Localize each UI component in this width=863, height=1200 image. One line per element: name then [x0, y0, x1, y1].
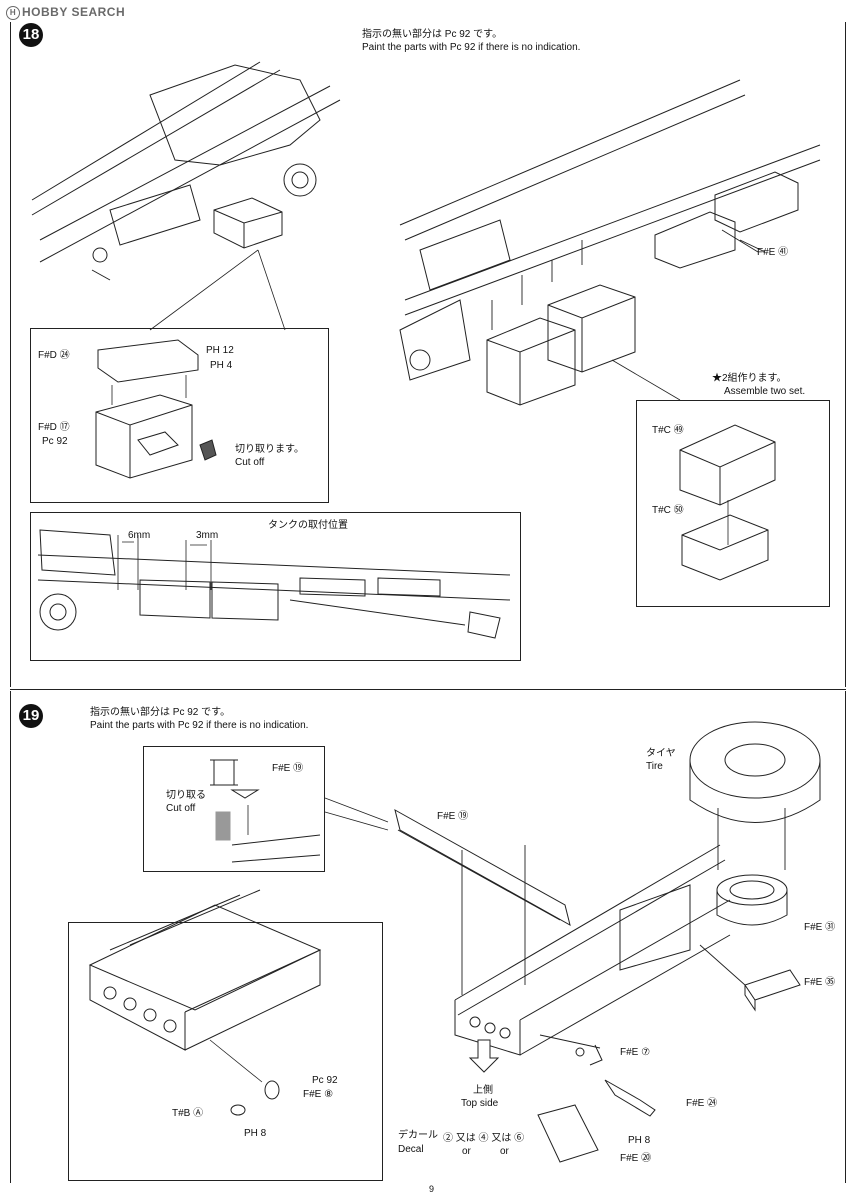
tank-position-inset	[30, 512, 521, 661]
callout-line	[324, 797, 389, 831]
chassis-frame-illustration-left	[31, 61, 341, 281]
rear-frame-illustration	[454, 844, 731, 1056]
step-divider	[10, 689, 846, 690]
callout-line	[611, 359, 681, 401]
arrow-lines	[491, 229, 766, 330]
label-tank-position: タンクの取付位置	[268, 520, 348, 531]
label-pc92: Pc 92	[42, 436, 68, 447]
chassis-frame-illustration-right	[399, 79, 821, 381]
label-cutoff-en: Cut off	[235, 457, 265, 468]
label-dim-3mm: 3mm	[196, 530, 219, 541]
frame-detail-illustration	[88, 889, 322, 1051]
label-tire-en: Tire	[646, 761, 663, 772]
label-tire-jp: タイヤ	[646, 748, 676, 759]
label-fe19-bumper: F#E ⑲	[437, 811, 469, 822]
battery-illustration	[213, 197, 283, 249]
top-side-arrow-icon	[468, 1039, 500, 1073]
step19-note-jp: 指示の無い部分は Pc 92 です。	[90, 707, 231, 718]
label-fe19-cut: F#E ⑲	[272, 763, 304, 774]
label-or-2: or	[500, 1146, 509, 1157]
label-or-1: or	[462, 1146, 471, 1157]
label-ph4: PH 4	[210, 360, 233, 371]
label-ph12: PH 12	[206, 345, 234, 356]
tank-assembly-inset	[636, 400, 830, 607]
bumper-illustration	[394, 808, 571, 927]
label-cutoff-en: Cut off	[166, 803, 196, 814]
tank-assembly-illustration	[679, 424, 776, 581]
label-tba: T#B Ⓐ	[172, 1108, 204, 1119]
label-fe41: F#E ㊶	[757, 247, 789, 258]
label-topside-en: Top side	[461, 1098, 499, 1109]
label-tc50: T#C ㊿	[652, 505, 684, 516]
tire-illustration	[689, 721, 821, 823]
hitch-illustration	[539, 1034, 656, 1117]
label-dim-6mm: 6mm	[128, 530, 151, 541]
label-assemble-jp: ★2組作ります。	[712, 373, 787, 384]
cut-detail-illustration	[210, 759, 321, 863]
label-fe7: F#E ⑦	[620, 1047, 651, 1058]
step19-frame	[10, 691, 846, 1183]
dimension-lines	[117, 535, 212, 590]
step-plate-illustration	[744, 969, 801, 1012]
label-topside-jp: 上側	[473, 1085, 493, 1096]
label-fd24: F#D ㉔	[38, 350, 70, 361]
label-cutoff-jp: 切り取る	[166, 790, 206, 801]
fuel-tank-illustration	[486, 284, 636, 406]
battery-detail-illustration	[95, 339, 217, 479]
battery-detail-inset	[30, 328, 329, 503]
label-decal-options: ② 又は ④ 又は ⑥	[443, 1133, 525, 1144]
label-ph8-plate: PH 8	[628, 1135, 651, 1146]
frame-detail-inset	[68, 922, 383, 1181]
license-plate-illustration	[537, 1104, 599, 1163]
label-decal-jp: デカール	[398, 1130, 438, 1141]
label-cutoff-jp: 切り取ります。	[235, 444, 304, 455]
label-fd17: F#D ⑰	[38, 422, 70, 433]
callout-line	[149, 249, 286, 331]
label-fe8: F#E ⑧	[303, 1089, 334, 1100]
page-number: 9	[428, 1184, 434, 1194]
step18-number: 18	[19, 23, 43, 47]
hobby-search-logo-icon: H	[6, 5, 20, 20]
label-assemble-en: Assemble two set.	[724, 386, 806, 397]
label-tc49: T#C ㊾	[652, 425, 684, 436]
step19-note-en: Paint the parts with Pc 92 if there is n…	[90, 720, 309, 731]
arrow-lines	[461, 808, 786, 995]
label-fe35: F#E ㉟	[804, 977, 836, 988]
step19-number: 19	[19, 704, 43, 728]
wheel-illustration	[716, 874, 788, 926]
label-fe20: F#E ⑳	[620, 1153, 652, 1164]
side-boxes-illustration	[654, 171, 799, 269]
cut-detail-inset	[143, 746, 325, 872]
label-pc92: Pc 92	[312, 1075, 338, 1086]
tank-position-illustration	[37, 529, 511, 639]
label-decal-en: Decal	[398, 1144, 424, 1155]
label-fe31: F#E ㉛	[804, 922, 836, 933]
step18-frame	[10, 22, 846, 687]
label-fe24: F#E ㉔	[686, 1098, 718, 1109]
reflector-illustration	[209, 1039, 280, 1116]
step18-note-en: Paint the parts with Pc 92 if there is n…	[362, 42, 581, 53]
label-ph8-reflector: PH 8	[244, 1128, 267, 1139]
step18-note-jp: 指示の無い部分は Pc 92 です。	[362, 29, 503, 40]
